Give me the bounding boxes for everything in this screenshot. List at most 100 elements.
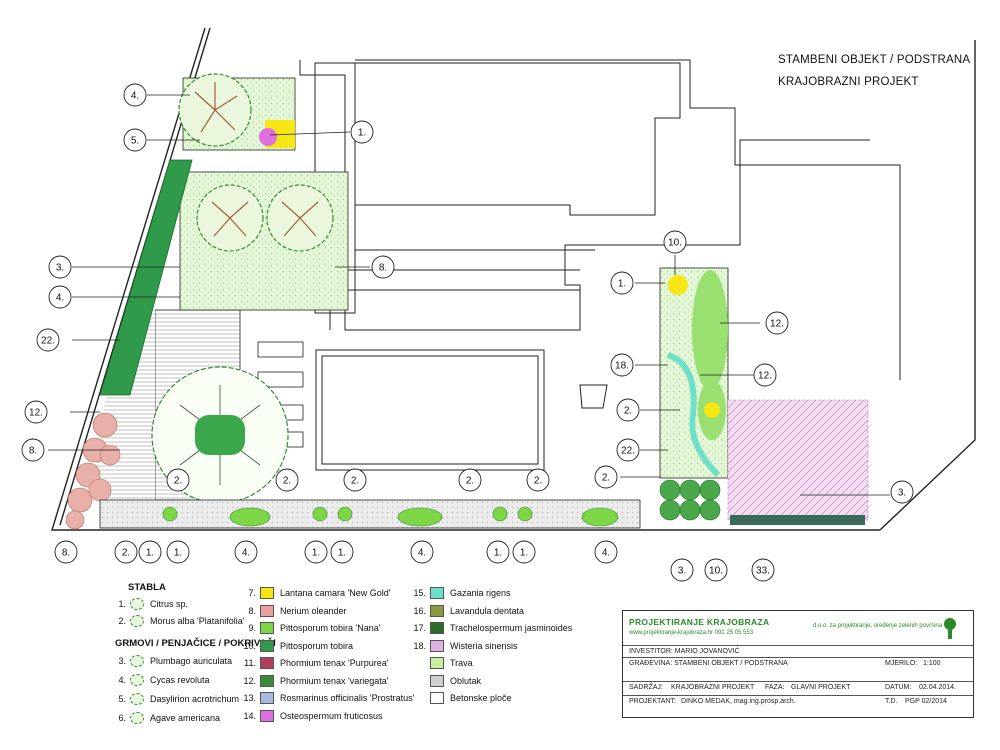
legend-label: Trachelospermum jasminoides [450,623,573,633]
legend-label: Osteospermum fruticosus [280,710,383,721]
legend-label: Betonske ploče [450,693,512,703]
callout-circle [343,468,367,492]
callout-circle [610,271,634,295]
callout-number: 33. [756,566,770,577]
legend-number: 4. [118,675,126,685]
callout-circle [166,540,190,564]
callout-circle [751,558,775,582]
callout-number: 1. [494,548,502,559]
legend-item: 9.Pittosporum tobira 'Nana' [240,621,381,635]
callout-circle [890,480,914,504]
datum-value: 02.04.2014. [919,684,956,691]
legend-stabla-heading: STABLA [128,582,166,593]
title-block: PROJEKTIRANJE KRAJOBRAZA www.projektiran… [622,610,974,718]
legend-label: Phormium tenax 'Purpurea' [280,658,389,668]
lantana-right-2 [704,402,720,418]
gazania-strip [666,352,721,478]
legend-number: 2. [118,616,126,626]
callout-number: 5. [131,136,139,147]
small-structure [579,384,608,409]
legend-item: 5. Dasylirion acrotrichum [110,692,239,706]
legend-number: 17. [413,623,426,633]
legend-number: 11. [244,658,256,668]
callout-number: 2. [534,476,542,487]
callout-number: 12. [770,319,784,330]
callout-number: 8. [62,548,70,559]
legend-swatch [260,674,274,687]
callout-circle [486,540,510,564]
legend-item: 6.Agave americana [110,711,220,725]
mjerilo-label: MJERILO: [885,660,918,667]
callout-number: 2. [351,476,359,487]
callout-circle [753,363,777,387]
callout-number: 8. [29,446,37,457]
legend-item: 11. Phormium tenax 'Purpurea' [240,656,389,670]
callout-circle [704,558,728,582]
callout-number: 2. [283,476,291,487]
legend-number: 3. [118,656,126,666]
legend-label: Plumbago auriculata [150,656,233,666]
house-outline [299,59,901,380]
right-bed-shrubs [692,270,728,390]
legend-swatch [130,693,144,705]
lantana-right [668,275,688,295]
legend-number: 15. [413,588,426,598]
legend-label: Rosmarinus officinalis 'Prostratus' [280,693,415,703]
bottom-bed-shrubs [162,506,619,527]
callout-lines [48,94,890,496]
callout-number: 10. [709,566,723,577]
callout-circle [330,540,354,564]
callout-circle [123,128,147,152]
callout-circle [36,328,60,352]
legend-item: Betonske ploče [410,691,512,705]
legend-item: 15. Gazania rigens [410,586,511,600]
legend-item: 17. Trachelospermum jasminoides [410,621,572,635]
callout-number: 8. [379,263,387,274]
callout-circle [123,83,147,107]
sadrzaj-value: KRAJOBRAZNI PROJEKT [671,684,755,691]
legend-item: 13.Rosmarinus officinalis 'Prostratus' [240,691,414,705]
legend-swatch [430,587,444,599]
callout-circle [275,468,299,492]
callout-circle [48,255,72,279]
legend-number: 5. [118,694,126,704]
legend-swatch [260,657,274,669]
legend-swatch [430,639,444,652]
firm-name: PROJEKTIRANJE KRAJOBRAZA [629,617,770,627]
legend-swatch [130,674,144,686]
pool [315,349,545,471]
hedge-left [99,159,193,396]
legend-number: 12. [243,675,256,686]
trachelospermum-strip [730,515,865,525]
callout-number: 22. [41,336,55,347]
callout-number: 4. [131,91,139,102]
callout-number: 1. [146,548,154,559]
callout-number: 1. [358,128,366,139]
legend-swatch [260,604,274,617]
tree-middle-right [266,184,334,252]
investitor: INVESTITOR: MARIO JOVANOVIĆ [629,648,740,655]
callout-number: 1. [520,548,528,559]
legend-label: Nerium oleander [280,605,347,616]
tree-middle-left [196,184,264,252]
legend-item: 12.Phormium tenax 'variegata' [240,674,389,688]
callout-number: 12. [29,408,43,419]
legend-label: Dasylirion acrotrichum [150,694,240,704]
legend-label: Pittosporum tobira [280,640,354,651]
title-line-1: STAMBENI OBJEKT / PODSTRANA [778,54,971,66]
callout-number: 4. [418,548,426,559]
legend-label: Morus alba 'Platanifolia' [150,616,245,626]
callout-number: 1. [618,279,626,290]
legend-item: 1.Citrus sp. [110,597,188,611]
legend-swatch [130,598,144,610]
callout-number: 3. [898,488,906,499]
legend-item: 18.Wisteria sinensis [410,639,518,653]
callout-number: 1. [312,548,320,559]
callout-number: 2. [122,548,130,559]
legend-number: 18. [413,640,426,651]
hedge-right-bottom [659,479,721,521]
callout-number: 2. [624,406,632,417]
legend-label: Gazania rigens [450,588,511,598]
legend-swatch [260,709,274,722]
